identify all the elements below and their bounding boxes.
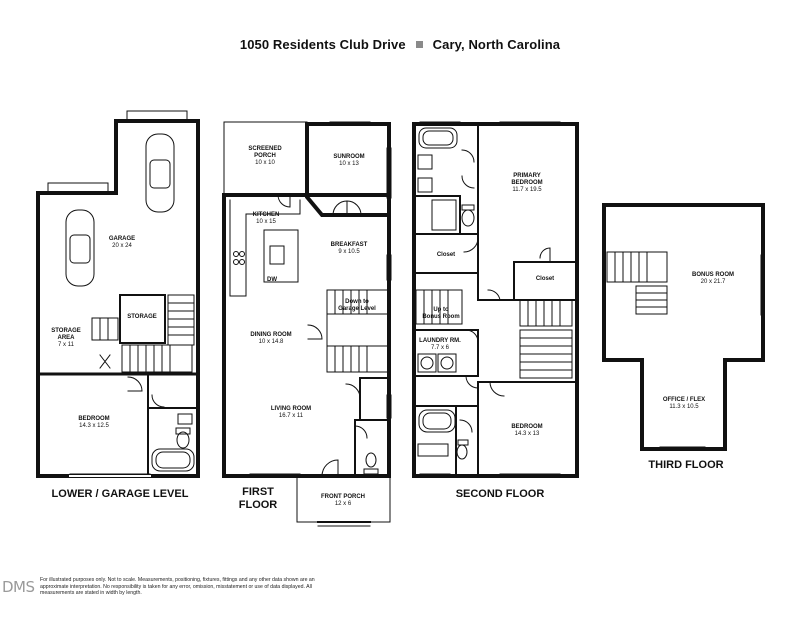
first-doors [277,194,368,477]
garage-dim: 20 x 24 [112,243,132,249]
breakfast-name: BREAKFAST [331,242,368,248]
disclaimer-text: For illustrated purposes only. Not to sc… [40,577,315,597]
second-stairs [415,289,573,379]
half-bath-fixtures [363,452,379,475]
third-outline [602,203,765,451]
lower-level-plan [36,110,200,478]
dining-dim: 10 x 14.8 [259,339,284,345]
garage-name: GARAGE [109,236,135,242]
first-floor-plan [222,121,392,527]
second-interior-walls [413,123,578,477]
second-windows [419,121,561,475]
down-garage-line2: Garage Level [338,306,376,312]
laundry-machines [417,353,457,373]
first-stairs [326,289,390,373]
screened-porch-dim: 10 x 10 [255,160,275,166]
kitchen-counters [229,199,301,297]
lower-outline [36,119,200,478]
garage-door-opening [126,110,188,122]
primary-bath-fixtures [417,127,475,231]
sunroom-dim: 10 x 13 [339,161,359,167]
primary-bedroom-name1: PRIMARY [513,173,540,179]
plan-title: 1050 Residents Club Drive Cary, North Car… [0,37,800,52]
lower-bedroom-dim: 14.3 x 12.5 [79,423,109,429]
first-interior-walls [354,377,390,477]
second-bedroom-dim: 14.3 x 13 [515,431,540,437]
address-text: 1050 Residents Club Drive [239,37,406,52]
dining-name: DINING ROOM [250,332,291,338]
office-flex-name: OFFICE / FLEX [663,397,705,403]
garage-door-opening-2 [47,182,109,194]
second-floor-plan [412,121,579,478]
primary-bedroom-name2: BEDROOM [511,180,542,186]
second-bedroom-name: BEDROOM [511,424,542,430]
third-floor-plan [602,203,765,451]
front-porch-name: FRONT PORCH [321,494,365,500]
office-flex-dim: 11.3 x 10.5 [669,404,699,410]
third-windows [659,254,762,448]
living-dim: 16.7 x 11 [279,413,304,419]
lower-level-label: LOWER / GARAGE LEVEL [51,488,189,500]
bonus-room-name: BONUS ROOM [692,272,734,278]
down-garage-line1: Down to [345,299,369,305]
dms-logo: DMS [2,578,35,596]
closet-right-label: Closet [536,276,554,282]
laundry-name: LAUNDRY RM. [419,338,461,344]
third-floor-label: THIRD FLOOR [648,459,724,471]
dw-label: DW [267,277,277,283]
city-text: Cary, North Carolina [432,37,561,52]
car-icon [65,133,175,287]
storage-area-name2: AREA [57,335,75,341]
sunroom-name: SUNROOM [333,154,364,160]
screened-porch-name1: SCREENED [248,146,282,152]
screened-porch-name2: PORCH [254,153,276,159]
storage-area-name1: STORAGE [51,328,81,334]
first-floor-label-line2: FLOOR [238,499,278,511]
first-floor-label-line1: FIRST [242,486,274,498]
kitchen-dim: 10 x 15 [256,219,276,225]
storage-name: STORAGE [127,314,157,320]
second-bath-fixtures [417,409,469,460]
lower-bath-fixtures [151,413,195,472]
lower-stairs [91,294,195,373]
separator-square [415,41,423,49]
storage-room-walls [119,294,166,344]
first-windows [249,121,392,475]
kitchen-name: KITCHEN [253,212,280,218]
third-stairs [606,251,668,315]
front-porch-dim: 12 x 6 [335,501,352,507]
first-outline [222,193,391,478]
primary-bedroom-dim: 11.7 x 19.5 [512,187,542,193]
lower-bedroom-name: BEDROOM [78,416,109,422]
sunroom-outline [305,122,391,217]
laundry-dim: 7.7 x 6 [431,345,450,351]
bonus-room-dim: 20 x 21.7 [701,279,726,285]
second-floor-label: SECOND FLOOR [455,488,545,500]
breakfast-dim: 9 x 10.5 [338,249,360,255]
up-bonus-line1: Up to [433,307,449,313]
closet-left-label: Closet [437,252,455,258]
storage-area-dim: 7 x 11 [58,342,75,348]
kitchen-island [263,229,299,283]
lower-doors [99,354,165,408]
up-bonus-line2: Bonus Room [422,314,459,320]
second-doors [459,149,551,433]
living-name: LIVING ROOM [271,406,311,412]
